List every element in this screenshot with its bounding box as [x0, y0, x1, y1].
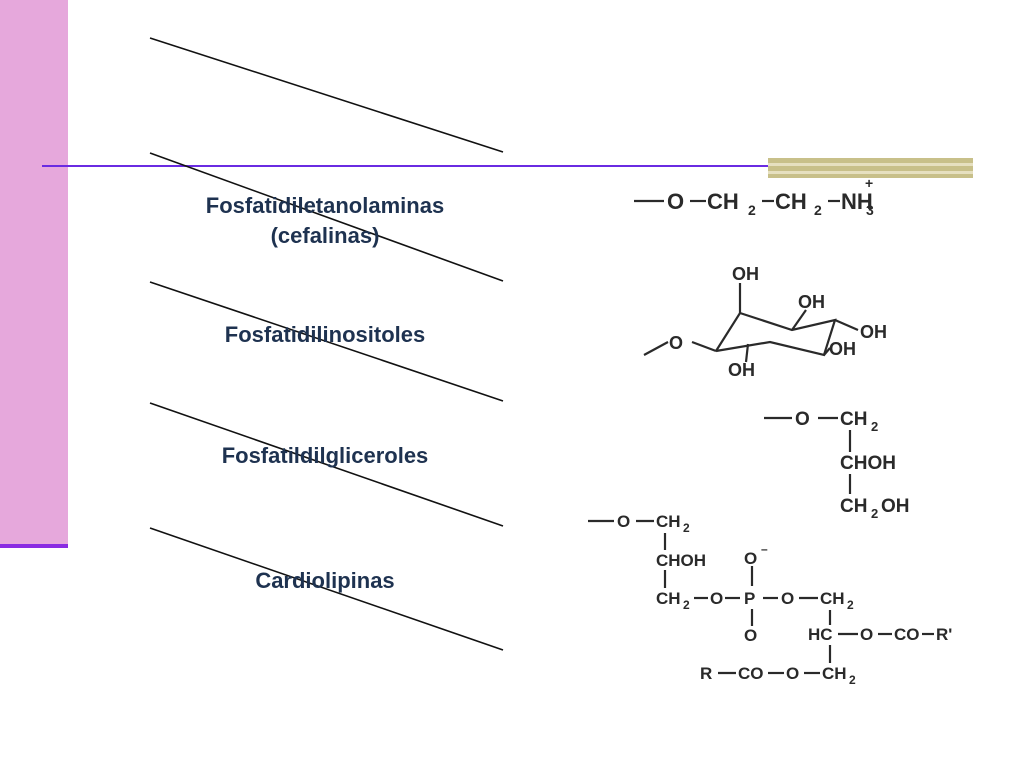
- svg-text:O: O: [860, 625, 873, 644]
- svg-text:O: O: [744, 626, 757, 645]
- diagonal-line-5: [149, 527, 504, 651]
- diagonal-line-2: [149, 152, 504, 282]
- lipid-name: Fosfatildilgliceroles: [221, 443, 429, 468]
- svg-text:CH: CH: [656, 589, 681, 608]
- lipid-label-inositol: Fosfatidilinositoles: [145, 320, 505, 350]
- svg-text:2: 2: [683, 598, 690, 612]
- svg-text:OH: OH: [798, 292, 825, 312]
- side-bar-edge: [0, 544, 68, 548]
- svg-text:3: 3: [866, 202, 874, 218]
- svg-text:2: 2: [849, 673, 856, 687]
- lipid-label-cardiolipin: Cardiolipinas: [145, 566, 505, 596]
- rule-accent: [768, 158, 973, 178]
- svg-text:CO: CO: [894, 625, 920, 644]
- svg-text:NH: NH: [841, 189, 873, 214]
- svg-text:HC: HC: [808, 625, 833, 644]
- svg-text:O: O: [669, 333, 683, 353]
- side-bar: [0, 0, 68, 547]
- svg-text:CH: CH: [707, 189, 739, 214]
- cardiolipin-formula: O CH 2 CHOH CH 2 O P O CH 2 O – O HC O C…: [617, 512, 952, 687]
- svg-text:2: 2: [748, 202, 756, 218]
- title-rule: [42, 165, 972, 167]
- svg-text:2: 2: [814, 202, 822, 218]
- svg-text:R': R': [936, 625, 952, 644]
- svg-text:CHOH: CHOH: [840, 453, 896, 474]
- svg-text:2: 2: [871, 506, 878, 521]
- diagonal-line-4: [149, 402, 504, 527]
- svg-text:CH: CH: [840, 409, 867, 430]
- svg-text:2: 2: [847, 598, 854, 612]
- svg-text:O: O: [667, 189, 684, 214]
- lipid-name: Fosfatidilinositoles: [224, 322, 426, 347]
- svg-text:CH: CH: [775, 189, 807, 214]
- svg-text:OH: OH: [881, 496, 910, 517]
- diagonal-line-1: [149, 37, 504, 153]
- svg-text:CH: CH: [822, 664, 847, 683]
- svg-text:P: P: [744, 589, 755, 608]
- svg-text:CO: CO: [738, 664, 764, 683]
- svg-text:+: +: [865, 175, 873, 191]
- ethanolamine-formula: O CH 2 CH 2 NH 3 +: [667, 175, 874, 218]
- svg-text:O: O: [795, 409, 810, 430]
- svg-text:2: 2: [871, 419, 878, 434]
- lipid-label-glycerol: Fosfatildilgliceroles: [145, 441, 505, 471]
- inositol-formula: O OH OH OH OH OH: [669, 264, 887, 380]
- svg-text:R: R: [700, 664, 712, 683]
- svg-text:OH: OH: [732, 264, 759, 284]
- svg-text:–: –: [761, 542, 768, 556]
- lipid-name: Cardiolipinas: [255, 568, 395, 593]
- lipid-alias: (cefalinas): [270, 223, 380, 248]
- svg-text:CH: CH: [656, 512, 681, 531]
- svg-text:OH: OH: [829, 339, 856, 359]
- svg-text:O: O: [786, 664, 799, 683]
- svg-text:O: O: [710, 589, 723, 608]
- svg-text:2: 2: [683, 521, 690, 535]
- svg-text:O: O: [744, 549, 757, 568]
- svg-text:O: O: [781, 589, 794, 608]
- svg-text:CH: CH: [820, 589, 845, 608]
- svg-text:OH: OH: [728, 360, 755, 380]
- lipid-name: Fosfatidiletanolaminas: [205, 193, 445, 218]
- diagonal-line-3: [149, 281, 504, 402]
- svg-text:CH: CH: [840, 496, 867, 517]
- lipid-label-ethanolamine: Fosfatidiletanolaminas (cefalinas): [145, 191, 505, 251]
- svg-text:CHOH: CHOH: [656, 551, 706, 570]
- svg-text:OH: OH: [860, 322, 887, 342]
- svg-text:O: O: [617, 512, 630, 531]
- glycerol-formula: O CH 2 CHOH CH 2 OH: [795, 409, 910, 521]
